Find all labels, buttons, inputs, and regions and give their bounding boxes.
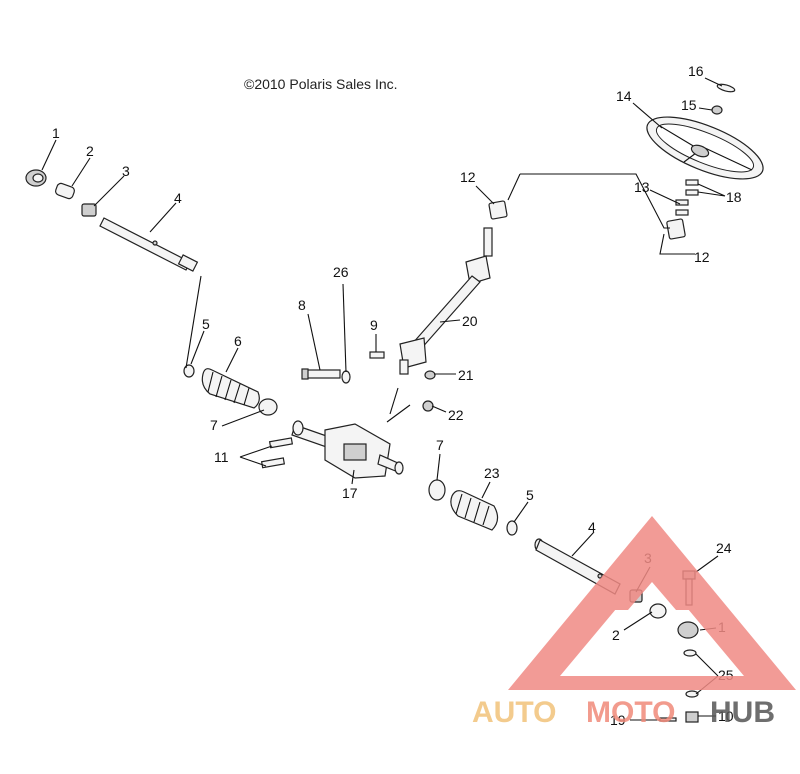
automotohub-watermark: AUTO MOTO HUB (472, 516, 796, 729)
screws-18 (685, 179, 699, 196)
callout-6: 6 (234, 333, 242, 349)
watermark-triangle-icon (508, 516, 796, 690)
copyright-notice: ©2010 Polaris Sales Inc. (244, 76, 398, 92)
jam-nut-left (55, 182, 75, 200)
callout-8: 8 (298, 297, 306, 313)
tie-rod-left (99, 217, 199, 272)
bolt-11a (268, 437, 294, 449)
watermark-moto: MOTO (586, 696, 675, 729)
callout-21: 21 (458, 367, 474, 383)
callout-23: 23 (484, 465, 500, 481)
clamp-right-2 (506, 520, 518, 536)
callout-11: 11 (214, 449, 229, 465)
callout-9: 9 (370, 317, 378, 333)
nut-left (81, 203, 97, 217)
callout-7: 7 (210, 417, 218, 433)
nut-10 (685, 711, 699, 723)
bushing-12-lower (666, 218, 686, 240)
bolt-8 (301, 368, 341, 380)
callout-12-upper: 12 (460, 169, 476, 185)
watermark-auto: AUTO (472, 696, 556, 729)
jam-nut-right (649, 603, 667, 619)
leader-lines (41, 77, 726, 721)
clamp-left-2 (258, 398, 278, 416)
boot-left (201, 368, 260, 409)
nut-15 (711, 105, 723, 115)
clamp-right (428, 479, 446, 501)
callout-7-right: 7 (436, 437, 444, 453)
washers-25 (683, 649, 699, 698)
watermark-inner-triangle-icon (612, 560, 692, 610)
nut-22 (422, 400, 434, 412)
callout-1: 1 (52, 125, 60, 141)
watermark-hub: HUB (710, 696, 775, 729)
callout-20: 20 (462, 313, 478, 329)
callout-17: 17 (342, 485, 358, 501)
steering-wheel (646, 116, 764, 180)
clamp-left (183, 364, 195, 378)
callout-4-right: 4 (588, 519, 596, 535)
callout-12-lower: 12 (694, 249, 710, 265)
callout-3: 3 (122, 163, 130, 179)
callout-18: 18 (726, 189, 742, 205)
callout-2: 2 (86, 143, 94, 159)
callout-5: 5 (202, 316, 210, 332)
callout-13: 13 (634, 179, 650, 195)
callout-26: 26 (333, 264, 349, 280)
steering-rack (291, 420, 404, 479)
tie-rod-end-right (677, 621, 699, 639)
callout-2-right: 2 (612, 627, 620, 643)
boot-right (450, 490, 499, 531)
bushing-12-upper (488, 200, 508, 220)
callout-16: 16 (688, 63, 704, 79)
callout-10: 10 (718, 708, 734, 724)
callout-14: 14 (616, 88, 632, 104)
callout-15: 15 (681, 97, 697, 113)
tie-rod-end-left (25, 169, 47, 187)
callout-4: 4 (174, 190, 182, 206)
bolt-9 (369, 351, 385, 359)
screw-13 (675, 199, 689, 216)
nut-21 (424, 370, 436, 380)
callout-19: 19 (610, 712, 626, 728)
washer-26 (341, 370, 351, 384)
callout-24: 24 (716, 540, 732, 556)
callout-5-right: 5 (526, 487, 534, 503)
callout-22: 22 (448, 407, 464, 423)
steering-shaft (399, 227, 493, 375)
